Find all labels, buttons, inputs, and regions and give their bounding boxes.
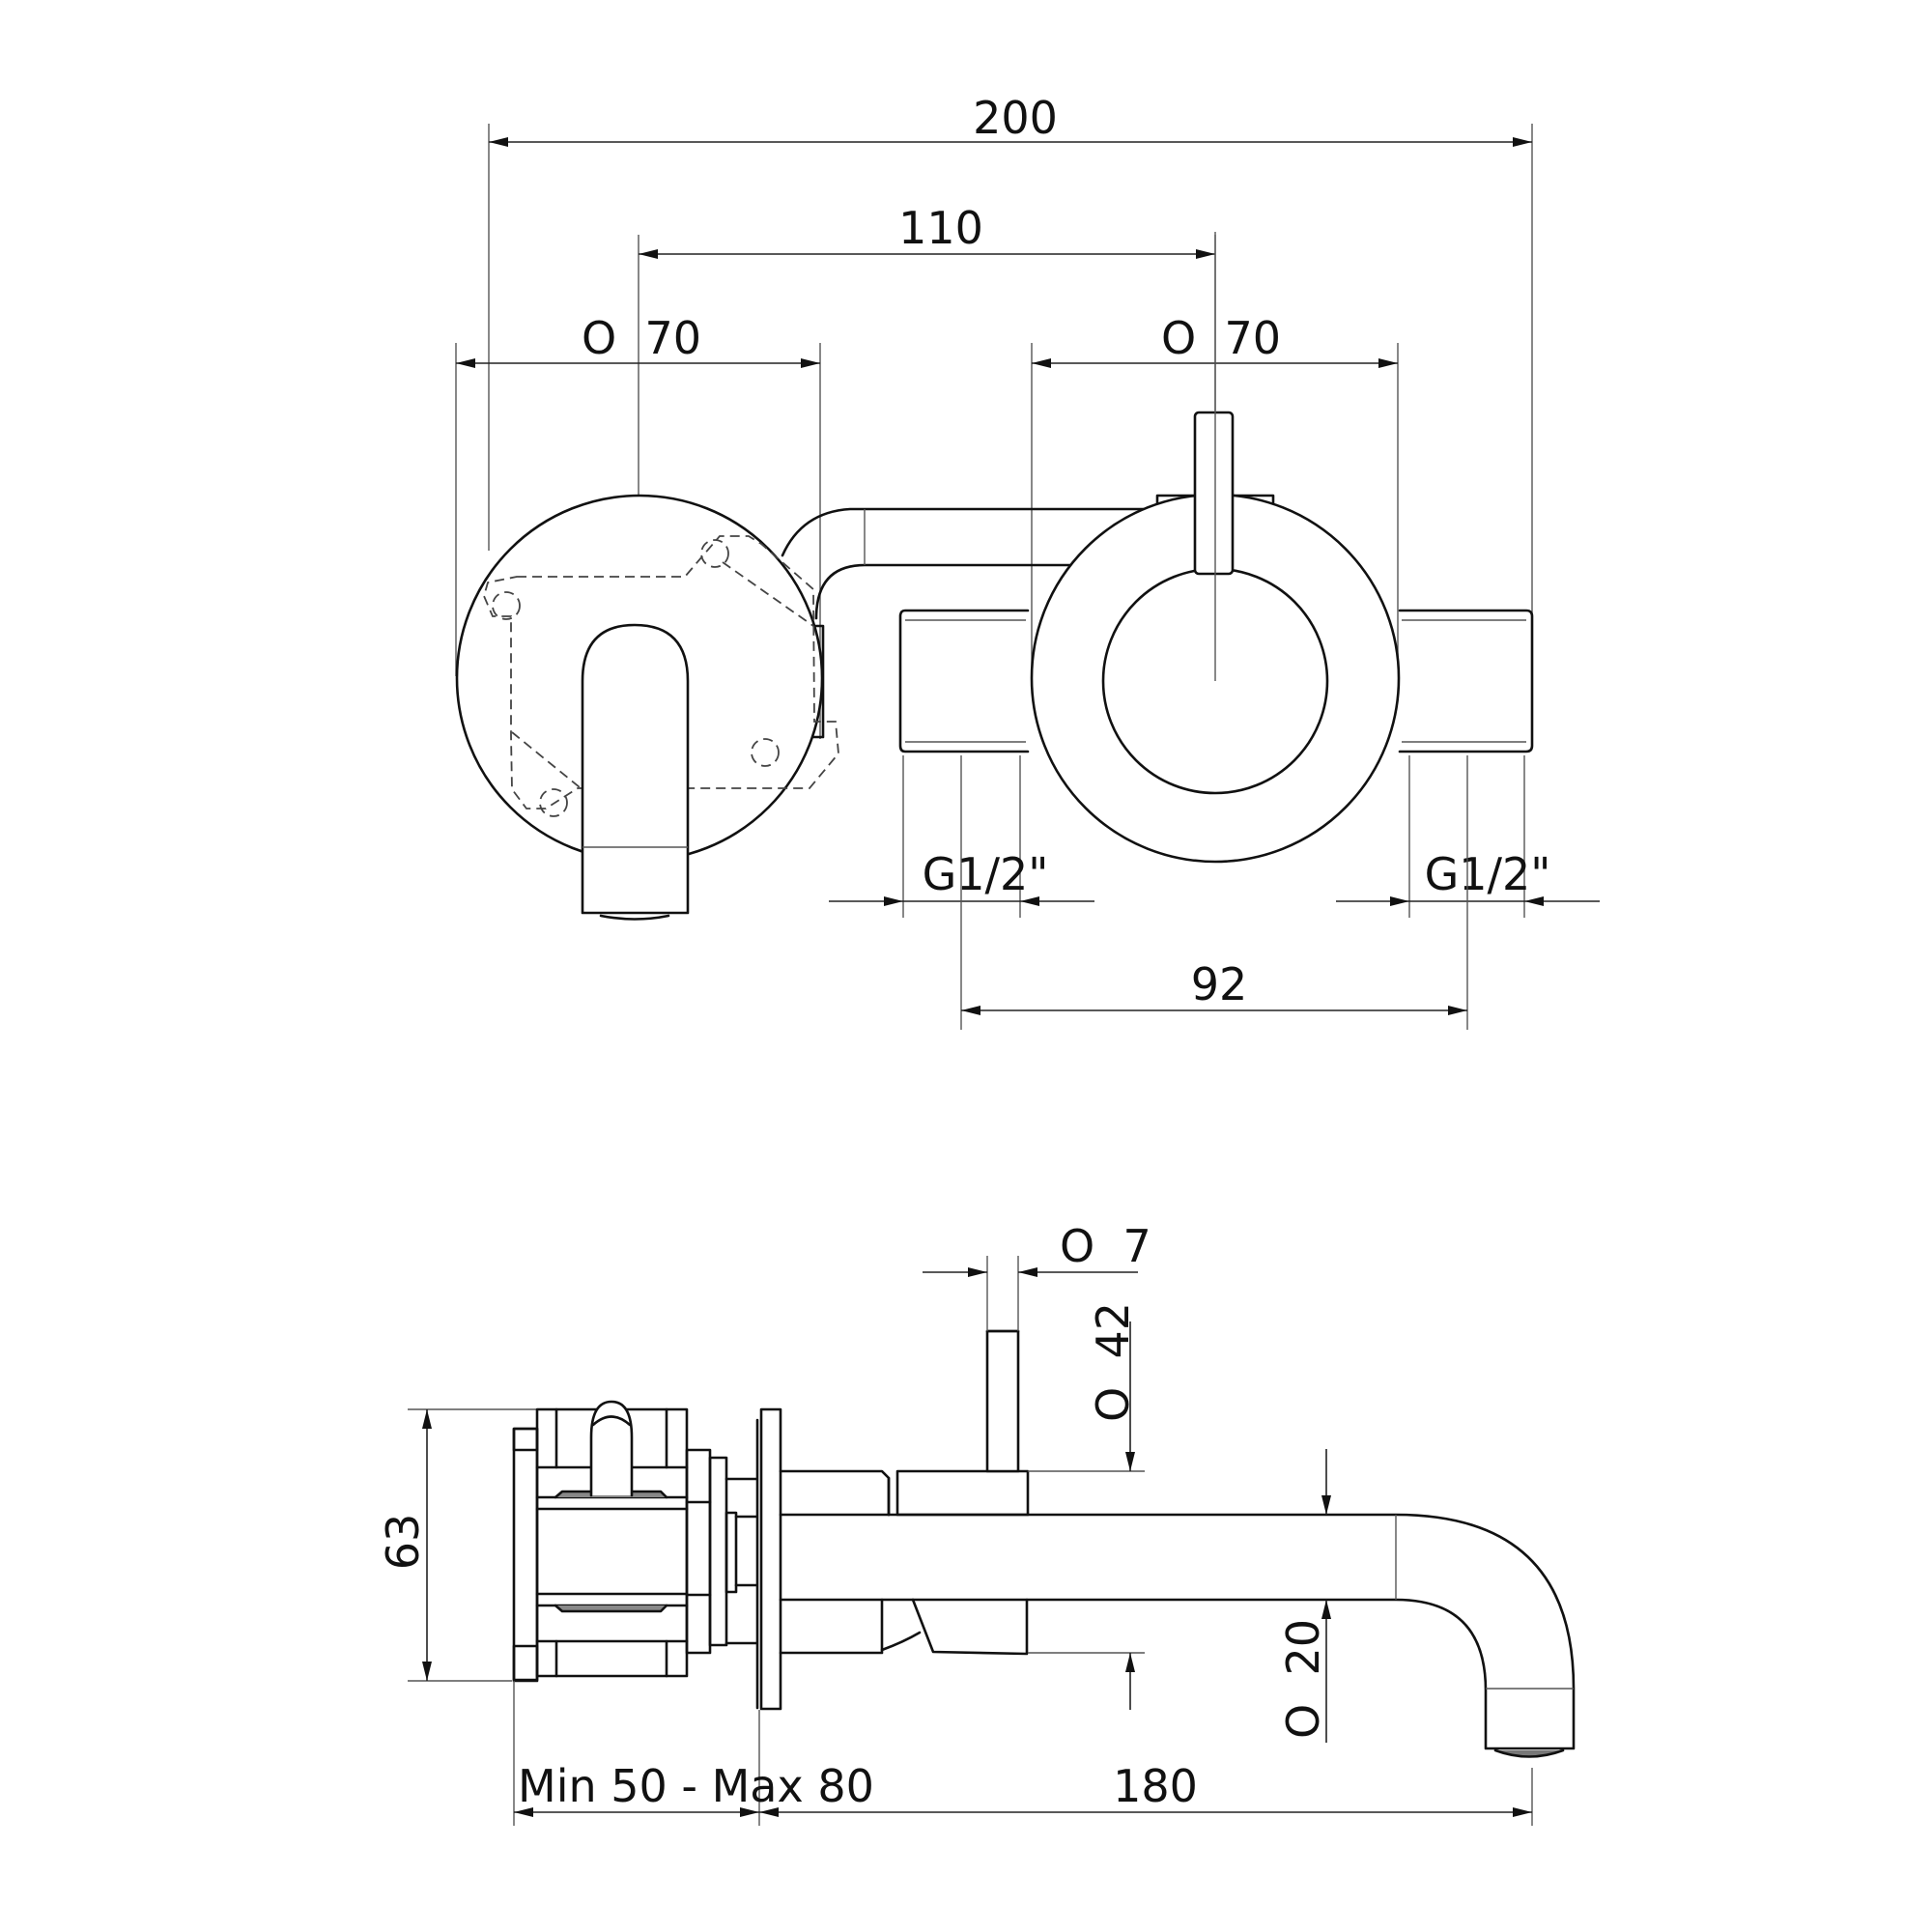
left-inlet-pipe (898, 609, 1030, 753)
dimension-spout-projection: 180 (759, 1760, 1533, 1826)
dimension-lever-diameter: O 7 (923, 1220, 1151, 1277)
dimension-center-distance: 110 (638, 202, 1216, 497)
dimension-overall-width: 200 (488, 92, 1533, 618)
dimension-label-left-rosette-diameter: O 70 (582, 312, 701, 364)
dimension-label-right-rosette-diameter: O 70 (1161, 312, 1281, 364)
front-view: 200 110 O 70 O 70 (455, 92, 1600, 1030)
dimension-label-overall-width: 200 (973, 92, 1058, 144)
dimension-handle-diameter: O 42 (1028, 1302, 1145, 1710)
left-rosette (455, 494, 839, 921)
wall-flange (759, 1407, 782, 1711)
dimension-inlet-center-distance: 92 (960, 755, 1468, 1030)
dimension-label-spout-projection: 180 (1113, 1760, 1198, 1812)
dimension-label-inlet-center-distance: 92 (1191, 958, 1248, 1010)
spout (779, 1513, 1576, 1758)
dimension-box-height: 63 (377, 1408, 541, 1682)
concealed-body (512, 1400, 758, 1683)
right-rosette-mixer (1030, 232, 1401, 864)
dimension-label-box-height: 63 (377, 1514, 429, 1571)
dimension-label-center-distance: 110 (898, 202, 983, 254)
handle-body (779, 1469, 1030, 1656)
dimension-right-inlet-thread: G1/2" (1336, 755, 1600, 918)
dimension-label-right-inlet-thread: G1/2" (1425, 848, 1551, 900)
dimension-left-rosette-diameter: O 70 (455, 312, 821, 739)
dimension-label-left-inlet-thread: G1/2" (923, 848, 1049, 900)
dimension-label-wall-depth: Min 50 - Max 80 (518, 1760, 874, 1812)
dimension-label-spout-diameter: O 20 (1277, 1619, 1329, 1739)
dimension-label-lever-diameter: O 7 (1060, 1220, 1151, 1272)
lever (985, 1256, 1020, 1473)
dimension-wall-depth: Min 50 - Max 80 (513, 1681, 874, 1826)
dimension-spout-diameter: O 20 (1277, 1449, 1331, 1743)
side-view: 63 (377, 1220, 1576, 1826)
dimension-left-inlet-thread: G1/2" (829, 755, 1094, 918)
right-inlet-pipe (1398, 609, 1534, 753)
dimension-label-handle-diameter: O 42 (1087, 1302, 1139, 1422)
mixer-lever (1193, 411, 1235, 576)
